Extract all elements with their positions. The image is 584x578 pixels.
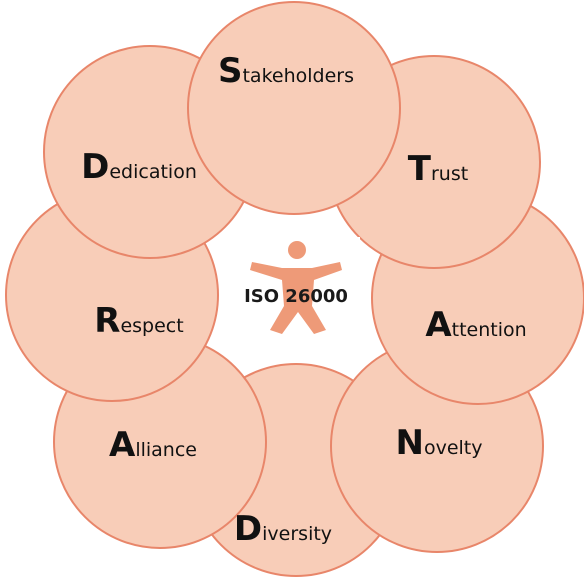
label-rest: iversity [262, 523, 332, 545]
label-rest: ovelty [424, 437, 483, 459]
label-initial: S [218, 51, 243, 91]
label-initial: R [94, 301, 120, 341]
label-dedication: Dedication [81, 147, 197, 187]
label-rest: takeholders [242, 65, 354, 87]
label-initial: A [109, 425, 136, 465]
label-respect: Respect [94, 301, 183, 341]
label-initial: T [408, 149, 432, 189]
label-rest: espect [120, 315, 183, 337]
center-hub: ISO 26000 [232, 237, 360, 335]
label-diversity: Diversity [234, 509, 332, 549]
label-rest: rust [431, 163, 468, 185]
label-initial: N [396, 423, 424, 463]
label-initial: D [81, 147, 109, 187]
petal-circles [5, 1, 584, 577]
iso-figure-icon [250, 241, 342, 334]
petal-labels: StakeholdersTrustAttentionNoveltyDiversi… [81, 51, 527, 549]
label-initial: A [425, 305, 452, 345]
label-stakeholders: Stakeholders [218, 51, 354, 91]
petal-stakeholders [187, 1, 401, 215]
center-label: ISO 26000 [244, 286, 348, 307]
label-rest: lliance [135, 439, 197, 461]
label-trust: Trust [408, 149, 468, 189]
label-attention: Attention [425, 305, 526, 345]
label-rest: edication [109, 161, 197, 183]
label-rest: ttention [452, 319, 527, 341]
label-novelty: Novelty [396, 423, 483, 463]
label-initial: D [234, 509, 262, 549]
label-alliance: Alliance [109, 425, 197, 465]
